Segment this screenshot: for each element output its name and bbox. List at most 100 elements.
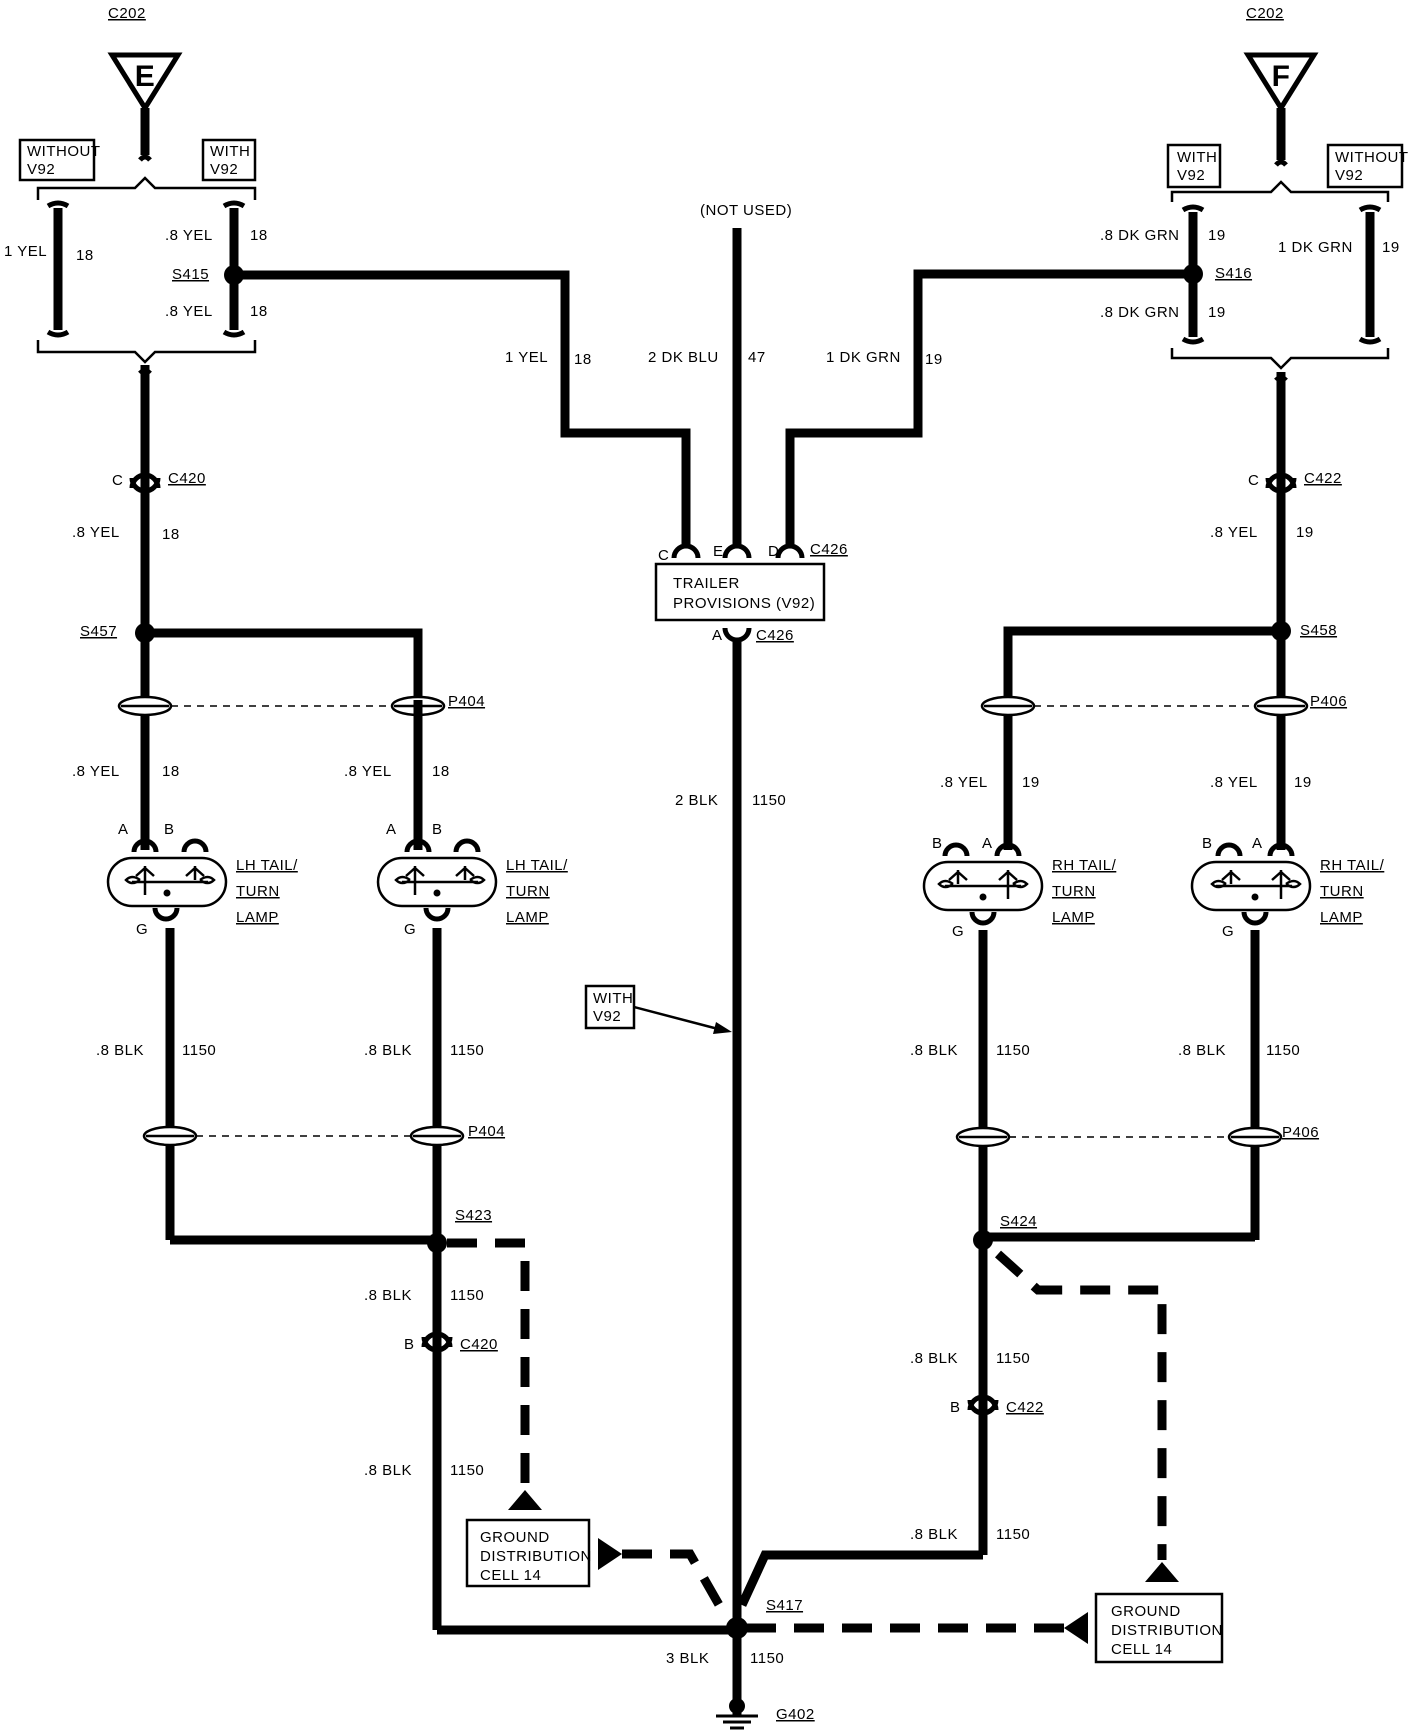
wire-circuit: 18 — [250, 303, 268, 320]
option-bracket-bottom-left — [36, 340, 257, 364]
wire-circuit: 18 — [76, 247, 94, 264]
lamp-label-l1: RH TAIL/ — [1320, 857, 1385, 874]
with-v92-box-right — [1166, 143, 1222, 189]
wire-circuit: 19 — [1208, 304, 1226, 321]
with-v92-l2: V92 — [210, 161, 238, 178]
wire-label: .8 BLK — [364, 1287, 412, 1304]
wire-label: .8 BLK — [1178, 1042, 1226, 1059]
without-v92-box-right — [1326, 143, 1404, 189]
trailer-l2: PROVISIONS (V92) — [673, 595, 815, 612]
wire-circuit: 47 — [748, 349, 766, 366]
callout-arrow-head — [713, 1022, 732, 1034]
gnd-l1: GROUND — [480, 1529, 550, 1546]
option-bracket-bottom-right — [1170, 348, 1390, 370]
wire-label: 2 BLK — [675, 792, 718, 809]
wire-label: 1 DK GRN — [826, 349, 901, 366]
lamp-label-l2: TURN — [1052, 883, 1096, 900]
wire-circuit: 19 — [1296, 524, 1314, 541]
ground-distribution-box-right — [1094, 1592, 1224, 1664]
c426-bottom-label: C426 — [756, 627, 794, 644]
wire-circuit: 1150 — [182, 1042, 216, 1059]
without-v92-l2-right: V92 — [1335, 167, 1363, 184]
trailer-l1: TRAILER — [673, 575, 740, 592]
pin-b: B — [164, 821, 175, 838]
wire-label: .8 BLK — [910, 1350, 958, 1367]
c420-bottom-pin: B — [404, 1336, 415, 1353]
pin-g: G — [404, 921, 416, 938]
wire-label: .8 BLK — [364, 1042, 412, 1059]
gnd-l1: GROUND — [1111, 1603, 1181, 1620]
c426-pin-e: E — [713, 543, 724, 560]
wire-circuit: 19 — [1208, 227, 1226, 244]
wire-label: .8 YEL — [1210, 774, 1258, 791]
wire-circuit: 1150 — [450, 1042, 484, 1059]
c202-right-group: C202 F WITH V92 WITHOUT V92 .8 DK GRN 19… — [1100, 5, 1408, 370]
trailer-group: 1 YEL 18 (NOT USED) 2 DK BLU 47 1 DK GRN… — [234, 202, 1193, 1625]
splice-s424-label: S424 — [1000, 1213, 1037, 1230]
c420-top-label: C420 — [168, 470, 206, 487]
rh-tail-turn-lamp-1: B A G RH TAIL/ TURN LAMP — [922, 835, 1117, 940]
wire-circuit: 1150 — [1266, 1042, 1300, 1059]
ground-group: S417 3 BLK 1150 G402 — [666, 1597, 815, 1730]
gnd-l3: CELL 14 — [1111, 1641, 1172, 1658]
pin-g: G — [136, 921, 148, 938]
p406-top-label: P406 — [1310, 693, 1347, 710]
lamp-label-l3: LAMP — [506, 909, 549, 926]
wire-circuit: 19 — [1382, 239, 1400, 256]
wire-label: .8 BLK — [910, 1526, 958, 1543]
pin-b: B — [1202, 835, 1213, 852]
wire-label: .8 DK GRN — [1100, 304, 1180, 321]
wire-circuit: 18 — [250, 227, 268, 244]
lamp-label-l1: LH TAIL/ — [506, 857, 568, 874]
c422-top-connector — [1265, 472, 1297, 494]
c422-top-label: C422 — [1304, 470, 1342, 487]
wire-label: 1 YEL — [4, 243, 47, 260]
wire-label: 1 YEL — [505, 349, 548, 366]
c422-bottom-label: C422 — [1006, 1399, 1044, 1416]
c422-top-pin: C — [1248, 472, 1259, 489]
wire-circuit: 1150 — [752, 792, 786, 809]
c426-pin-c: C — [658, 547, 669, 564]
pin-a: A — [982, 835, 993, 852]
wire-circuit: 19 — [1294, 774, 1312, 791]
with-v92-l2-right: V92 — [1177, 167, 1205, 184]
trailer-provisions-box — [654, 562, 826, 622]
wire-label: .8 BLK — [96, 1042, 144, 1059]
wire-label: .8 YEL — [165, 227, 213, 244]
gnd-l2: DISTRIBUTION — [1111, 1622, 1223, 1639]
splice-s415-label: S415 — [172, 266, 209, 283]
lamp-label-l1: LH TAIL/ — [236, 857, 298, 874]
c422-bottom-connector — [967, 1394, 999, 1416]
c420-top-pin: C — [112, 472, 123, 489]
c426-pin-d: D — [768, 543, 779, 560]
wire-s424-ground-dist — [994, 1250, 1167, 1560]
wire-circuit: 1150 — [996, 1350, 1030, 1367]
splice-s458-label: S458 — [1300, 622, 1337, 639]
lamp-label-l2: TURN — [1320, 883, 1364, 900]
with-v92-callout-l2: V92 — [593, 1008, 621, 1025]
lamp-label-l2: TURN — [506, 883, 550, 900]
wire-circuit: 1150 — [750, 1650, 784, 1667]
callout-arrow-line — [633, 1005, 723, 1032]
wire-circuit: 18 — [162, 763, 180, 780]
right-lamps-group: C C422 .8 YEL 19 S458 P406 .8 YEL 19 .8 … — [737, 372, 1385, 1664]
wire-circuit: 19 — [1022, 774, 1040, 791]
wire-label: .8 YEL — [72, 524, 120, 541]
p406-bottom-label: P406 — [1282, 1124, 1319, 1141]
rh-tail-turn-lamp-2: B A G RH TAIL/ TURN LAMP — [1190, 835, 1385, 940]
break-mark — [138, 154, 152, 162]
option-bracket-top-right — [1170, 180, 1390, 202]
wire-label: 3 BLK — [666, 1650, 709, 1667]
gnd-l2: DISTRIBUTION — [480, 1548, 592, 1565]
left-lamps-group: C C420 .8 YEL 18 S457 P404 .8 YEL 18 .8 … — [72, 365, 737, 1635]
wire-circuit: 18 — [432, 763, 450, 780]
c426-top-label: C426 — [810, 541, 848, 558]
pin-b: B — [432, 821, 443, 838]
lh-tail-turn-lamp-2: A B G LH TAIL/ TURN LAMP — [376, 821, 568, 938]
wire-label: .8 BLK — [364, 1462, 412, 1479]
lamp-label-l1: RH TAIL/ — [1052, 857, 1117, 874]
ground-g402-label: G402 — [776, 1706, 815, 1723]
pin-g: G — [1222, 923, 1234, 940]
lamp-label-l3: LAMP — [1320, 909, 1363, 926]
without-v92-l1: WITHOUT — [27, 143, 100, 160]
